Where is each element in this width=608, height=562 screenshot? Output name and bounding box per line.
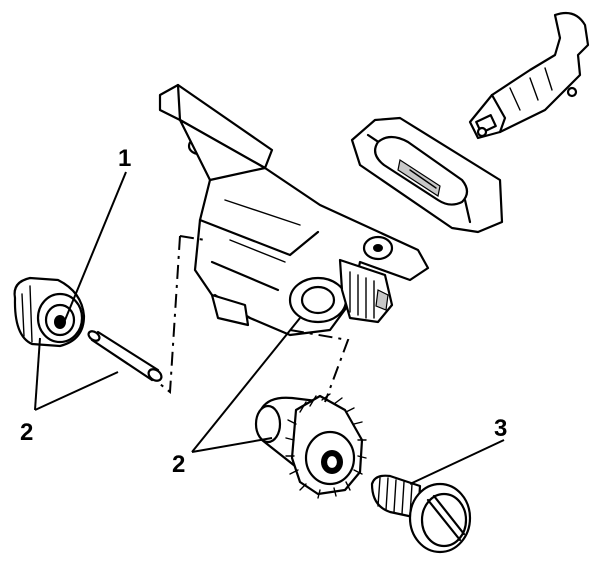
leader-lines xyxy=(34,171,505,485)
gasket-seal xyxy=(350,116,504,234)
assembly-path xyxy=(154,235,350,403)
callout-1: 1 xyxy=(118,145,131,172)
callout-2-center: 2 xyxy=(172,451,185,478)
pin xyxy=(87,330,163,382)
screw xyxy=(370,474,472,554)
callout-3: 3 xyxy=(494,415,507,442)
main-bracket xyxy=(158,83,430,337)
callout-2-left: 2 xyxy=(20,419,33,446)
left-bushing-assembly xyxy=(13,276,86,348)
connector-harness xyxy=(468,11,590,140)
gear-bushing xyxy=(254,393,367,499)
